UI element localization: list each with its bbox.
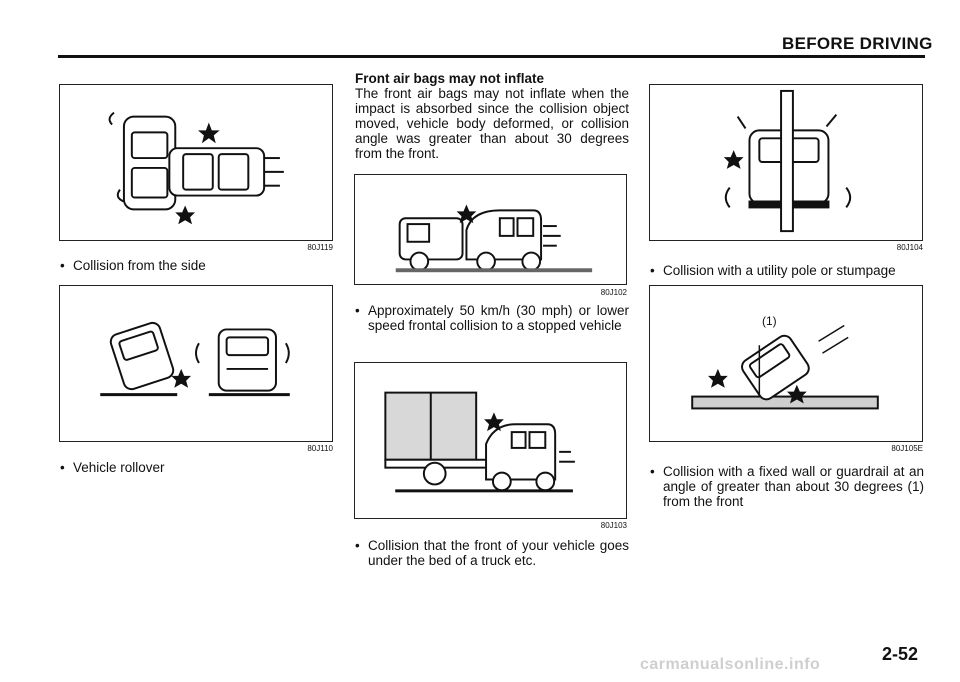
angled-wall-illustration	[691, 324, 879, 410]
figure-rollover	[59, 285, 333, 442]
watermark: carmanualsonline.info	[640, 656, 821, 673]
figure-code: 80J110	[307, 444, 333, 453]
caption-text: Collision with a utility pole or stumpag…	[663, 263, 896, 278]
bullet-dot: •	[355, 303, 360, 318]
impact-star-icon	[708, 368, 728, 388]
caption-rollover: • Vehicle rollover	[60, 460, 340, 475]
caption-frontal-collision: • Approximately 50 km/h (30 mph) or lowe…	[355, 303, 629, 333]
figure-code: 80J103	[600, 521, 627, 530]
impact-star-icon	[175, 205, 196, 225]
caption-side-collision: • Collision from the side	[60, 258, 340, 273]
caption-utility-pole: • Collision with a utility pole or stump…	[650, 263, 930, 278]
figure-truck-underride	[354, 362, 627, 519]
section-body: The front air bags may not inflate when …	[355, 86, 629, 161]
section-title: Front air bags may not inflate	[355, 71, 545, 86]
figure-frontal-collision	[354, 174, 627, 285]
figure-side-collision	[59, 84, 333, 241]
impact-star-icon	[197, 122, 220, 144]
bullet-dot: •	[650, 464, 655, 479]
figure-utility-pole	[649, 84, 923, 241]
impact-star-icon	[456, 204, 477, 224]
angle-label: (1)	[762, 314, 777, 328]
caption-angled-wall: • Collision with a fixed wall or guardra…	[650, 464, 924, 509]
caption-text: Approximately 50 km/h (30 mph) or lower …	[368, 303, 629, 333]
caption-text: Collision from the side	[73, 258, 206, 273]
header-rule	[58, 55, 925, 58]
bullet-dot: •	[650, 263, 655, 278]
frontal-collision-illustration	[395, 204, 593, 273]
caption-text: Vehicle rollover	[73, 460, 165, 475]
bullet-dot: •	[60, 460, 65, 475]
caption-text: Collision that the front of your vehicle…	[368, 538, 629, 568]
impact-star-icon	[171, 368, 192, 388]
bullet-dot: •	[355, 538, 360, 553]
side-collision-illustration	[108, 111, 284, 225]
caption-truck-underride: • Collision that the front of your vehic…	[355, 538, 629, 568]
page-header-title: BEFORE DRIVING	[782, 34, 933, 53]
impact-star-icon	[484, 412, 504, 432]
wall	[691, 395, 879, 410]
figure-code: 80J102	[600, 288, 627, 297]
bullet-dot: •	[60, 258, 65, 273]
page-number: 2-52	[882, 644, 919, 664]
figure-code: 80J105E	[891, 444, 923, 453]
impact-star-icon	[786, 384, 807, 404]
utility-pole	[780, 89, 794, 233]
figure-code: 80J119	[307, 243, 333, 252]
caption-text: Collision with a fixed wall or guardrail…	[663, 464, 924, 509]
figure-angled-wall: (1)	[649, 285, 923, 442]
truck-underride-illustration	[384, 391, 575, 493]
utility-pole-illustration	[723, 89, 852, 233]
rollover-illustration	[100, 321, 290, 397]
impact-star-icon	[723, 150, 744, 169]
figure-code: 80J104	[896, 243, 923, 252]
